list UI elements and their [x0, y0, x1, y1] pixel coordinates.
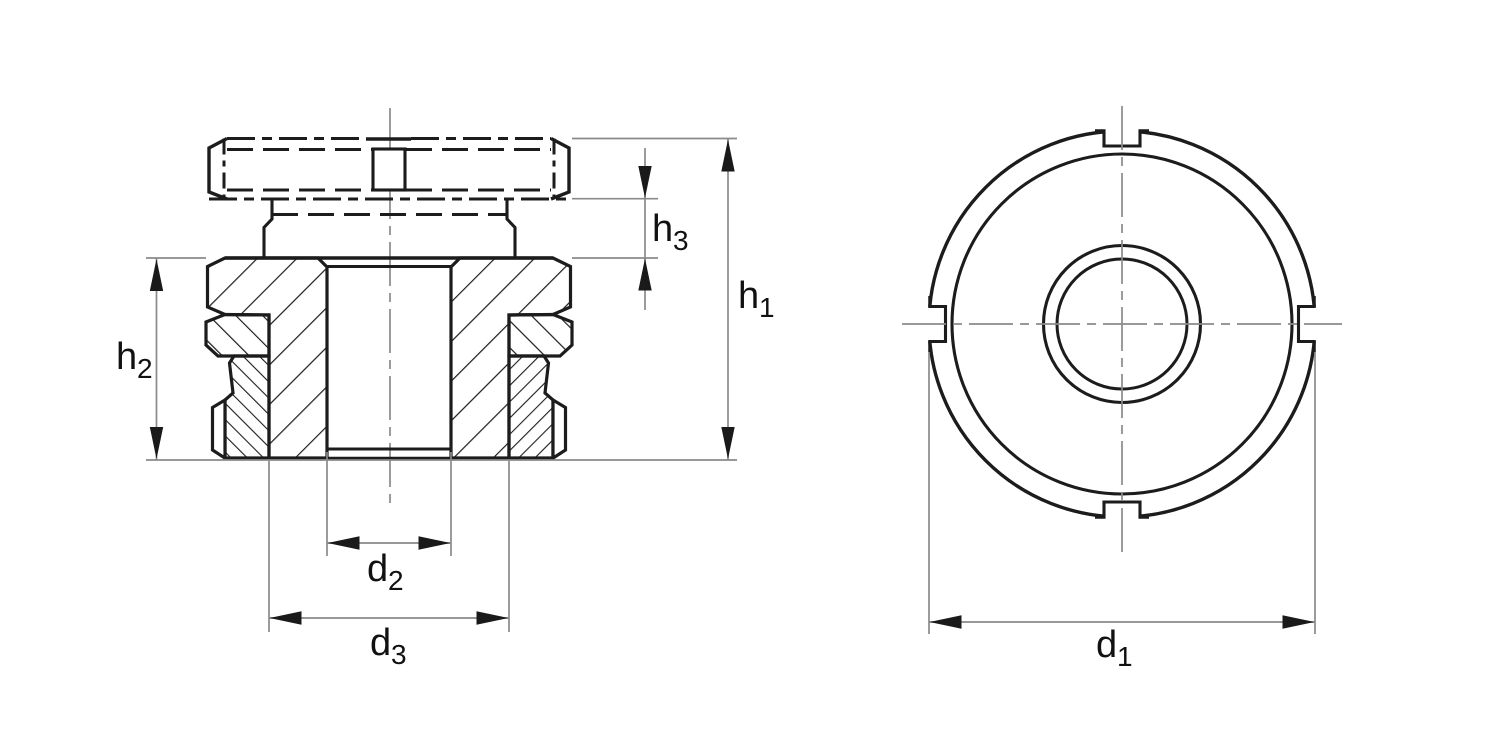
- dimension-h2: h 2: [116, 257, 206, 460]
- dimension-h1: h 1: [572, 137, 775, 460]
- disc-right-rim: [550, 136, 571, 201]
- slot-right: [1296, 296, 1316, 352]
- dimension-label-d3: d: [370, 622, 391, 664]
- dimension-label-d3-sub: 3: [391, 639, 407, 670]
- arrowhead-d3-left: [269, 611, 302, 625]
- slot-bottom: [1095, 500, 1149, 519]
- arrowhead-h1-top: [721, 139, 735, 172]
- top-view: [902, 106, 1342, 557]
- center-boss: [371, 147, 407, 192]
- neck-left-edge: [262, 199, 274, 258]
- clamp-ring-right: [507, 312, 574, 358]
- dimension-label-h3-sub: 3: [673, 225, 689, 256]
- dimension-label-d1: d: [1096, 624, 1117, 666]
- arrowhead-d2-left: [327, 536, 360, 550]
- disc-left-rim: [207, 136, 228, 201]
- extension-lines-d3: [268, 461, 510, 632]
- expander-sleeve-left: [223, 354, 271, 460]
- disc-rim-phantom-lines: [222, 138, 556, 199]
- arrowhead-h2-top: [149, 259, 164, 291]
- extension-lines-d1: [928, 352, 1316, 634]
- dimension-h3: h 3: [572, 148, 689, 310]
- arrowhead-h1-bottom: [721, 427, 735, 459]
- arrowhead-h3-top: [638, 166, 652, 198]
- dimension-label-d2: d: [367, 548, 388, 590]
- bottom-rib-right: [551, 397, 568, 461]
- arrowhead-h3-bottom: [638, 258, 652, 291]
- dimension-label-h1-sub: 1: [759, 292, 775, 323]
- bottom-rib-left: [210, 397, 227, 461]
- neck-right-edge: [505, 199, 517, 258]
- extension-lines-d2: [326, 452, 452, 556]
- dimension-label-d1-sub: 1: [1117, 641, 1133, 672]
- dimension-d2: d 2: [326, 452, 452, 596]
- dimension-d3: d 3: [268, 461, 510, 670]
- arrowhead-d3-right: [476, 611, 509, 625]
- dimension-label-h2-sub: 2: [137, 353, 153, 384]
- dimensions: h 2 h 3 h 1 d 2: [116, 137, 1316, 672]
- dimension-label-h1: h: [738, 275, 759, 317]
- phantom-cover-disc: [207, 136, 571, 216]
- arrowhead-d2-right: [418, 536, 451, 550]
- arrowhead-d1-right: [1282, 615, 1315, 629]
- dimension-label-d2-sub: 2: [388, 565, 404, 596]
- arrowhead-h2-bottom: [149, 427, 164, 459]
- dimension-label-h2: h: [116, 336, 137, 378]
- expander-sleeve-right: [507, 354, 555, 460]
- front-section-view: [204, 108, 574, 507]
- clamp-ring-left: [204, 312, 271, 358]
- dimension-label-h3: h: [652, 208, 673, 250]
- dimension-d1: d 1: [928, 352, 1316, 672]
- insert-body-section: [204, 256, 574, 461]
- arrowhead-d1-left: [929, 615, 962, 629]
